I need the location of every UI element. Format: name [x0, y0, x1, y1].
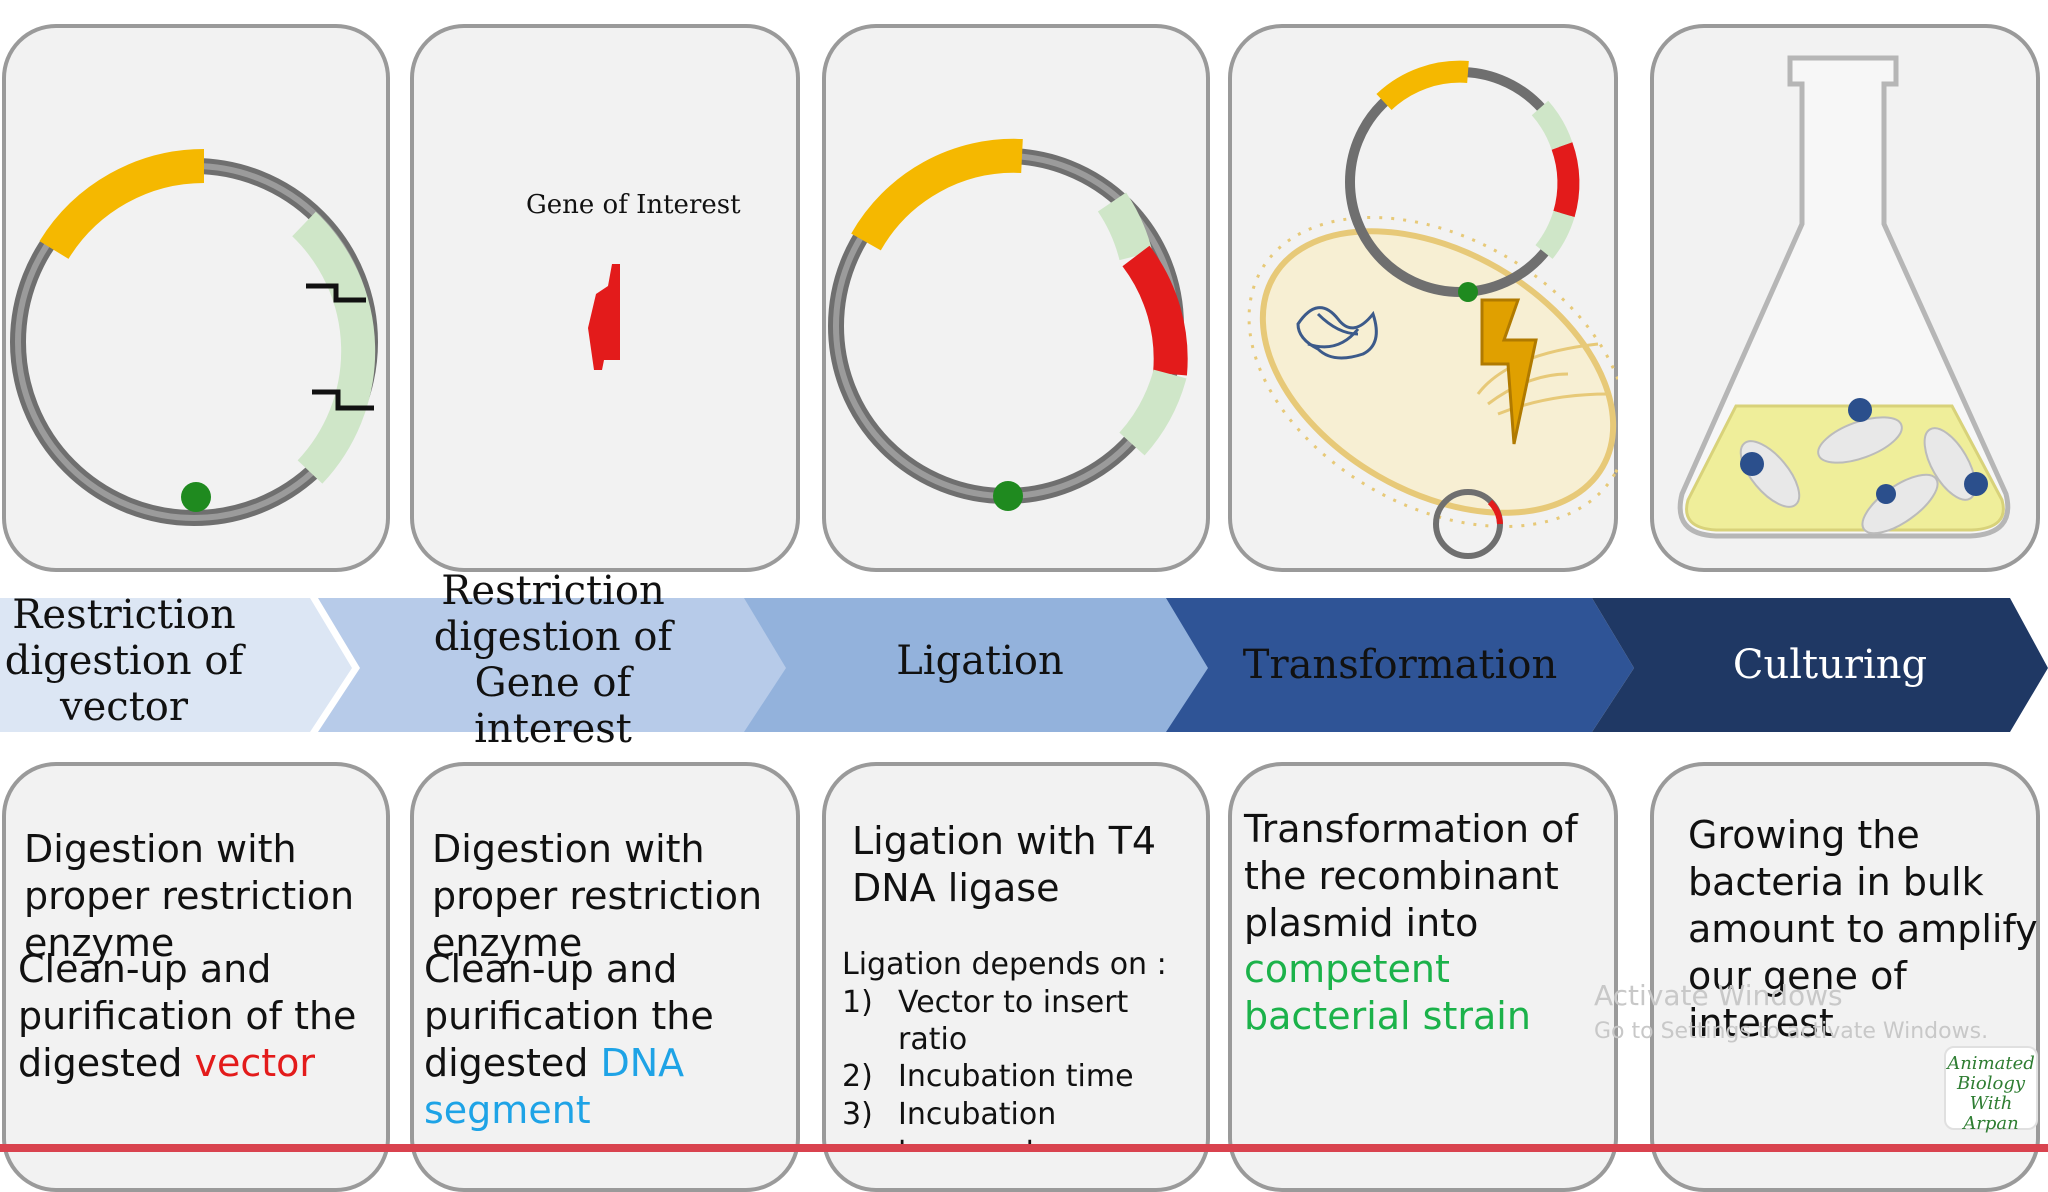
desc-5-growing: Growing the bacteria in bulk amount to a… [1688, 813, 2038, 1045]
gene-of-interest-label: Gene of Interest [526, 190, 741, 220]
flask-culture-illustration [1677, 55, 2011, 539]
panel-culturing [1650, 24, 2040, 572]
desc-2-highlight-dna-segment: DNA segment [424, 1041, 685, 1132]
description-card-1 [2, 762, 390, 1192]
desc-2-digestion: Digestion with proper restriction enzyme [432, 827, 763, 965]
step-label-transformation: Transformation [1242, 642, 1558, 688]
desc-1-cleanup: Clean-up and purification of the digeste… [18, 946, 388, 1087]
channel-logo: Animated Biology With Arpan [1944, 1046, 2038, 1134]
desc-2-cleanup: Clean-up and purification the digested D… [424, 946, 794, 1134]
bacterium-transformation-illustration [1247, 60, 1618, 559]
windows-activation-watermark: Activate Windows Go to Settings to activ… [1594, 978, 2014, 1050]
arrow-step-3 [744, 598, 1212, 732]
desc-3-item-1-text: Vector to insert ratio [898, 985, 1129, 1057]
watermark-subtitle: Go to Settings to activate Windows. [1594, 1019, 1989, 1044]
desc-3-item-2-num: 2) [842, 1059, 873, 1094]
vector-plasmid-illustration [10, 149, 378, 526]
step-label-ligation: Ligation [896, 638, 1064, 684]
description-card-3 [822, 762, 1210, 1192]
arrow-step-5 [1592, 598, 2048, 732]
desc-4-transformation: Transformation of the recombinant plasmi… [1244, 807, 1578, 945]
arrow-step-1 [0, 598, 352, 732]
bottom-edge-bar [0, 1144, 2048, 1152]
gene-fragment-illustration [588, 264, 620, 370]
desc-3-item-3-text: Incubation temperature [898, 1097, 1087, 1144]
desc-4-highlight-competent-strain: competent bacterial strain [1244, 947, 1531, 1038]
desc-3-item-3-num: 3) [842, 1097, 873, 1132]
arrow-step-4 [1166, 598, 1634, 732]
description-card-4 [1228, 762, 1618, 1192]
desc-3-item-2-text: Incubation time [898, 1059, 1134, 1094]
panel-ligation [822, 24, 1210, 572]
step-label-culturing: Culturing [1732, 642, 1928, 688]
desc-1-digestion: Digestion with proper restriction enzyme [24, 827, 355, 965]
desc-1-highlight-vector: vector [194, 1041, 315, 1085]
desc-3-subtitle: Ligation depends on : [842, 947, 1167, 982]
arrow-step-2 [318, 598, 792, 732]
desc-3-title: Ligation with T4 DNA ligase [852, 819, 1157, 910]
logo-text: Animated Biology With Arpan [1947, 1053, 2035, 1134]
step-label-restriction-vector: Restriction digestion of vector [4, 592, 244, 730]
process-arrow-band [0, 598, 2048, 732]
step-label-restriction-gene: Restriction digestion of Gene of interes… [433, 568, 673, 752]
desc-2-cleanup-text: Clean-up and purification the digested [424, 947, 714, 1085]
description-card-2 [410, 762, 800, 1192]
panel-transformation [1228, 24, 1618, 572]
desc-3-item-1-num: 1) [842, 985, 873, 1020]
recombinant-plasmid-illustration [828, 138, 1188, 511]
panel-vector [2, 24, 390, 572]
panel-gene-of-interest: Gene of Interest [410, 24, 800, 572]
watermark-title: Activate Windows [1594, 979, 1843, 1012]
desc-1-cleanup-text: Clean-up and purification of the digeste… [18, 947, 357, 1085]
